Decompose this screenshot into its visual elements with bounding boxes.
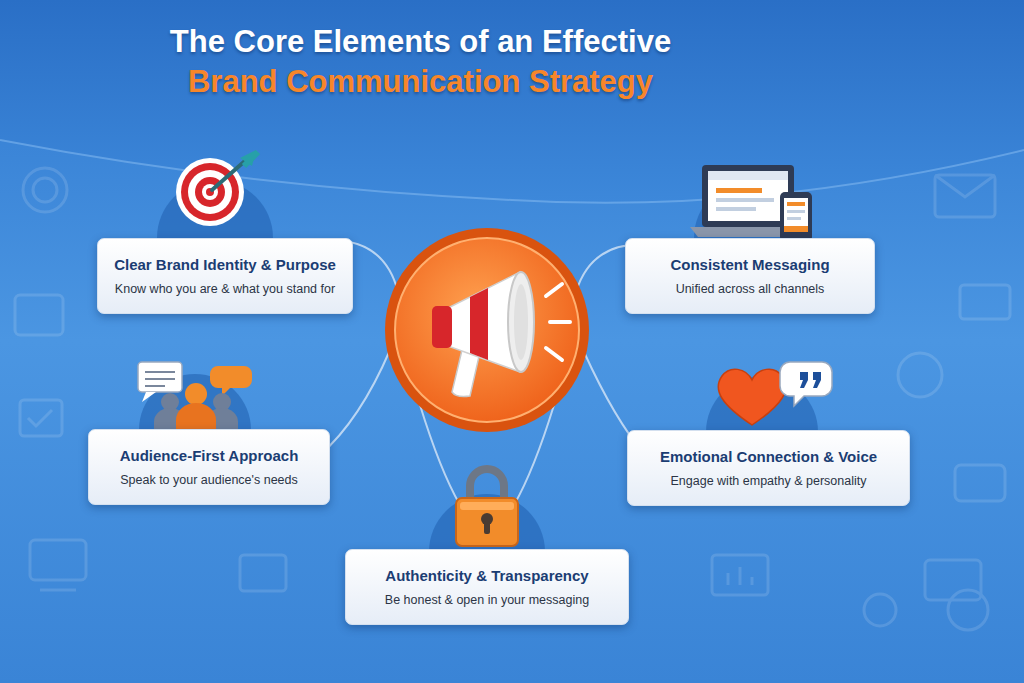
card-body: Engage with empathy & personality	[671, 473, 867, 489]
faint-icons-part	[935, 175, 995, 197]
audience-icon-part	[142, 392, 156, 402]
devices-icon-part	[716, 207, 756, 211]
devices-icon-part	[784, 226, 808, 232]
element-card: Emotional Connection & VoiceEngage with …	[627, 430, 910, 506]
faint-icons-part	[40, 589, 76, 592]
card-heading: Emotional Connection & Voice	[660, 447, 877, 467]
padlock-icon-part	[484, 521, 490, 534]
emotion-icon-part	[780, 362, 832, 406]
audience-icon-part	[138, 362, 182, 392]
faint-icons-part	[960, 285, 1010, 319]
background-part	[0, 0, 1024, 203]
megaphone-badge-part	[546, 284, 570, 360]
card-heading: Audience-First Approach	[120, 446, 299, 466]
faint-icons-part	[712, 555, 768, 595]
megaphone-badge-part	[432, 306, 452, 348]
element-card: Clear Brand Identity & PurposeKnow who y…	[97, 238, 353, 314]
element-card: Audience-First ApproachSpeak to your aud…	[88, 429, 330, 505]
card-body: Be honest & open in your messaging	[385, 592, 589, 608]
devices-icon	[690, 165, 812, 242]
devices-icon-part	[708, 171, 788, 180]
faint-icons-part	[240, 555, 286, 591]
audience-icon-part	[145, 372, 175, 386]
faint-icons-part	[28, 410, 52, 426]
background-part	[0, 140, 1024, 203]
audience-icon	[138, 362, 252, 430]
megaphone-badge-part	[508, 272, 534, 372]
element-card: Authenticity & Transparency Be honest & o…	[345, 549, 629, 625]
card-heading: Authenticity & Transparency	[385, 566, 588, 586]
faint-icons-part	[925, 560, 981, 600]
faint-icons-part	[15, 295, 63, 335]
devices-icon-part	[716, 188, 762, 193]
faint-icons-part	[20, 400, 62, 436]
faint-icons	[15, 168, 1010, 630]
faint-icons-part	[948, 590, 988, 630]
faint-icons-part	[935, 175, 995, 217]
devices-icon-part	[787, 202, 805, 206]
faint-icons-part	[23, 168, 67, 212]
megaphone-badge-part	[452, 350, 480, 397]
card-heading: Consistent Messaging	[670, 255, 829, 275]
megaphone-badge	[385, 228, 589, 432]
megaphone-badge-part	[514, 284, 528, 360]
devices-icon-part	[787, 217, 801, 220]
faint-icons-part	[30, 540, 86, 580]
audience-icon-part	[185, 383, 207, 405]
audience-icon-part	[210, 366, 252, 396]
target-icon-part	[244, 152, 258, 166]
padlock-icon	[456, 469, 518, 546]
audience-icon-part	[176, 403, 216, 430]
devices-icon-part	[784, 198, 808, 232]
faint-icons-part	[864, 594, 896, 626]
target-icon	[176, 150, 258, 226]
emotion-icon-part	[800, 372, 821, 388]
megaphone-badge-part	[395, 238, 579, 422]
faint-icons-part	[728, 567, 752, 585]
leader-curves-part	[320, 350, 390, 455]
emotion-icon-part	[718, 369, 786, 425]
card-body: Know who you are & what you stand for	[115, 281, 335, 297]
devices-icon-part	[716, 198, 774, 202]
emotion-icon	[718, 362, 832, 425]
padlock-icon-part	[460, 502, 514, 510]
target-icon-part	[212, 160, 246, 190]
devices-icon-part	[787, 210, 805, 213]
element-card: Consistent MessagingUnified across all c…	[625, 238, 875, 314]
card-body: Unified across all channels	[676, 281, 825, 297]
megaphone-badge-part	[385, 228, 589, 432]
faint-icons-part	[955, 465, 1005, 501]
devices-icon-part	[780, 192, 812, 242]
card-body: Speak to your audience's needs	[120, 472, 298, 488]
padlock-icon-part	[456, 498, 518, 546]
faint-icons-part	[898, 353, 942, 397]
devices-icon-part	[708, 171, 788, 221]
diagram-title: The Core Elements of an Effective Brand …	[140, 22, 701, 102]
card-heading: Clear Brand Identity & Purpose	[114, 255, 336, 275]
megaphone-badge-part	[470, 288, 488, 360]
faint-icons-part	[33, 178, 57, 202]
